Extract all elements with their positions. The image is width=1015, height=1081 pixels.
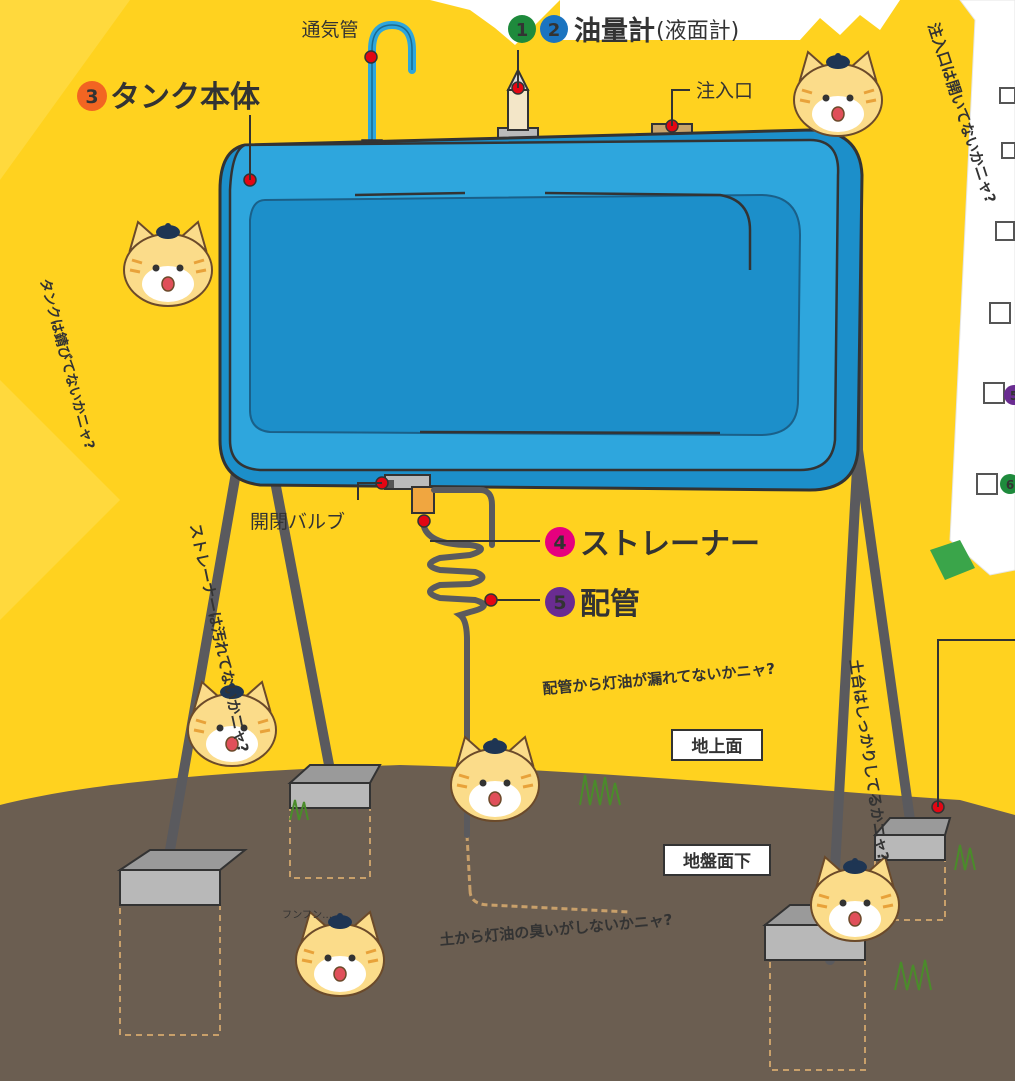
bg-ray xyxy=(0,0,130,180)
vent-point-dot[interactable] xyxy=(364,50,378,64)
badge-number-3: 3 xyxy=(85,86,98,108)
badge-number-4: 4 xyxy=(553,532,566,554)
number-badge xyxy=(540,15,568,43)
checkbox[interactable] xyxy=(999,87,1015,104)
inlet-label: 注入口 xyxy=(696,80,753,102)
pipe-coil xyxy=(420,487,495,838)
top-zigzag xyxy=(430,0,560,45)
above-ground-label: 地上面 xyxy=(692,736,743,757)
cat-soil xyxy=(294,910,386,998)
checkbox[interactable] xyxy=(989,302,1011,324)
oil-gauge-label: 油量計 xyxy=(574,15,655,47)
checklist-number-badge xyxy=(1000,474,1015,494)
pipe-label: 配管 xyxy=(580,587,640,622)
checkbox[interactable] xyxy=(1001,142,1015,159)
below-ground-label: 地盤面下 xyxy=(683,851,751,872)
checklist-number-6: 6 xyxy=(1006,478,1014,492)
number-badge xyxy=(77,81,107,111)
bg-ray xyxy=(0,380,120,620)
grass xyxy=(289,774,976,991)
badge-number-1: 1 xyxy=(516,20,529,41)
checkbox[interactable] xyxy=(995,221,1015,241)
pipe-point-dot[interactable] xyxy=(484,593,498,607)
valve-label: 開閉バルブ xyxy=(250,510,345,533)
above-ground-box xyxy=(671,729,763,761)
underground-pipe xyxy=(465,834,472,891)
number-badge xyxy=(508,15,536,43)
badge-number-5: 5 xyxy=(553,592,566,614)
checkbox[interactable] xyxy=(976,473,998,495)
leader-lines xyxy=(249,50,1015,807)
green-tape xyxy=(930,540,975,580)
strainer-label: ストレーナー xyxy=(580,527,760,562)
number-badge xyxy=(545,527,575,557)
strainer-point-dot[interactable] xyxy=(417,514,431,528)
checklist-number-5: 5 xyxy=(1010,389,1015,403)
speech-tank-rust: タンクは錆びてないかニャ? xyxy=(36,277,98,452)
tank-body xyxy=(218,128,864,492)
vent-pipe xyxy=(368,20,416,149)
checkbox[interactable] xyxy=(983,382,1005,404)
top-zigzag xyxy=(560,0,900,40)
speech-sniff: フンフン… xyxy=(282,910,332,921)
speech-pipe-leak: 配管から灯油が漏れてないかニャ? xyxy=(542,660,776,698)
cat-tank xyxy=(122,220,214,308)
oil-gauge-sublabel: (液面計) xyxy=(656,19,739,44)
vent-pipe-label: 通気管 xyxy=(301,19,358,41)
below-ground-box xyxy=(663,844,771,876)
badge-number-2: 2 xyxy=(548,20,561,41)
tank-label: タンク本体 xyxy=(110,80,261,115)
underground-pipe xyxy=(468,889,631,914)
checklist-paper: 5 6 xyxy=(930,0,1015,580)
checklist-number-badge xyxy=(1004,385,1015,405)
cat-base xyxy=(809,855,901,943)
cat-pipe xyxy=(449,735,541,823)
cat-inlet xyxy=(792,50,884,138)
number-badge xyxy=(545,587,575,617)
